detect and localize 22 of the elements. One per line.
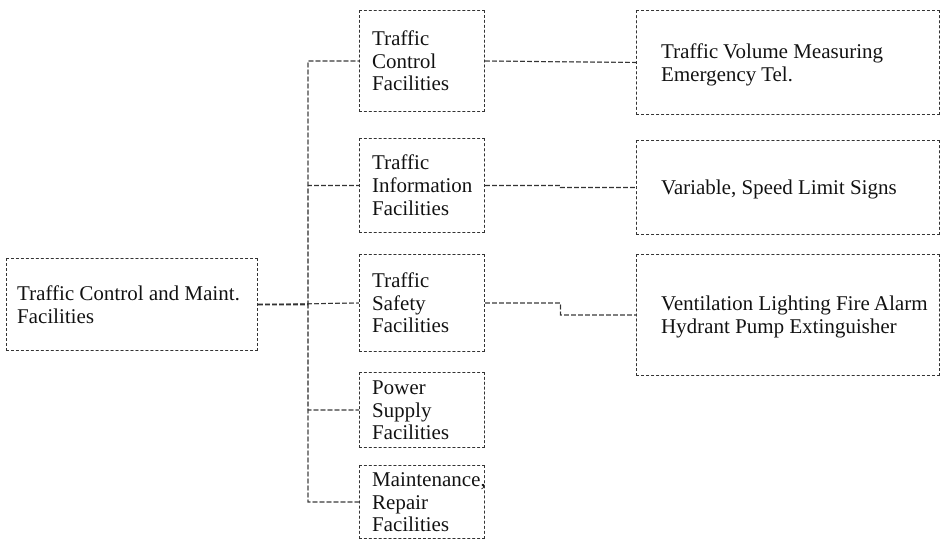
node-label: Traffic Safety Facilities [372,268,450,337]
facility-box [359,465,485,539]
node-label: Power Supply Facilities [372,376,450,444]
facility-box [359,138,485,233]
facility-box [636,10,940,115]
facility-box [636,254,940,376]
facility-box [359,372,485,448]
node-label: Traffic Information Facilities [372,151,474,220]
connector-line [485,302,636,316]
node-label: Traffic Control and Maint. Facilities [17,282,241,328]
facility-box [359,10,485,112]
node-label: Ventilation Lighting Fire Alarm Hydrant Pump Extinguisher [661,292,929,338]
node-label: Traffic Control Facilities [372,26,450,95]
facility-box [636,140,940,235]
facility-box [359,254,485,352]
connector-line [485,60,636,64]
connector-line [258,304,359,503]
node-label: Maintenance, Repair Facilities [372,468,486,536]
facility-box [6,258,258,351]
connector-line [485,184,636,188]
node-label: Traffic Volume Measuring Emergency Tel. [661,40,884,86]
node-label: Variable, Speed Limit Signs [661,176,897,199]
